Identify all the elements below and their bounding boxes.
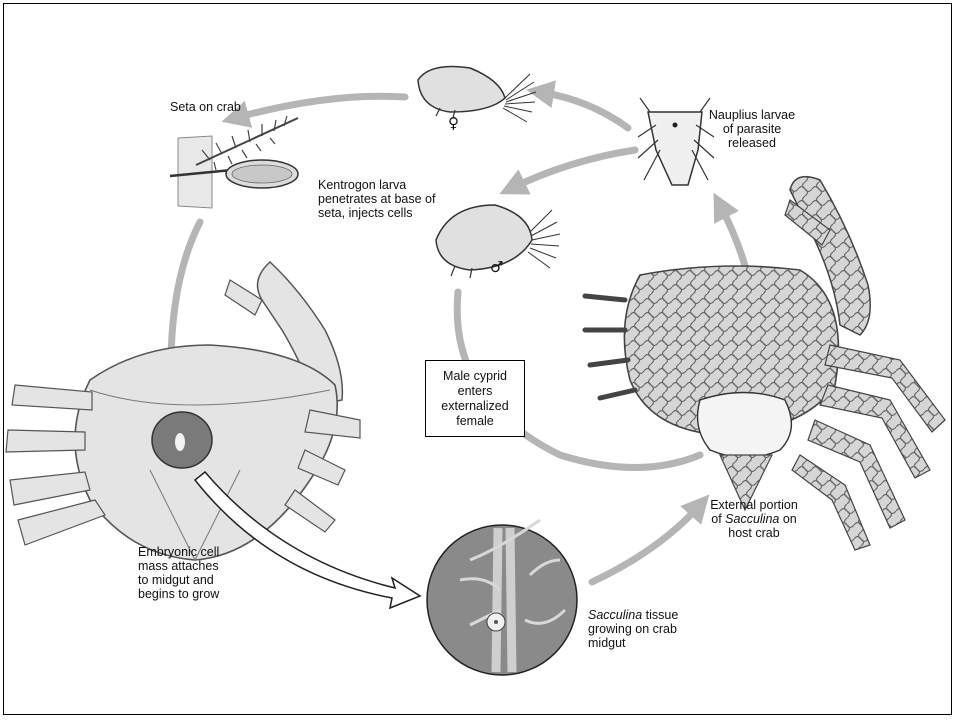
- female-symbol: ♀: [448, 114, 459, 132]
- label-sacculina-tissue: Sacculina tissue growing on crab midgut: [588, 608, 678, 650]
- male-cyprid-line1: Male cyprid: [441, 369, 508, 384]
- label-nauplius: Nauplius larvae of parasite released: [706, 108, 798, 150]
- male-symbol: ♂: [490, 258, 503, 276]
- midgut-circle: [427, 520, 577, 675]
- nauplius-larva: [638, 98, 714, 185]
- label-external-post: on: [779, 512, 796, 526]
- label-kentrogon-line1: Kentrogon larva: [318, 178, 435, 192]
- seta-illustration: [170, 116, 298, 208]
- label-embryonic-line1: Embryonic cell: [138, 545, 219, 559]
- label-embryonic: Embryonic cell mass attaches to midgut a…: [138, 545, 219, 601]
- label-external-pre: of: [711, 512, 725, 526]
- label-external-portion: External portion of Sacculina on host cr…: [700, 498, 808, 540]
- label-external-line3: host crab: [700, 526, 808, 540]
- arrow-female-to-kentrogon: [235, 96, 405, 118]
- label-embryonic-line3: to midgut and: [138, 573, 219, 587]
- label-external-sacculina: Sacculina: [725, 512, 779, 526]
- label-nauplius-line1: Nauplius larvae: [706, 108, 798, 122]
- arrow-nauplius-to-male: [512, 150, 635, 188]
- label-external-line1: External portion: [700, 498, 808, 512]
- label-nauplius-line2: of parasite: [706, 122, 798, 136]
- female-cyprid: [418, 67, 536, 123]
- left-crab-illustration: [6, 262, 360, 560]
- male-cyprid-line2: enters: [441, 384, 508, 399]
- right-crab-illustration: [585, 177, 945, 550]
- label-seta: Seta on crab: [170, 100, 241, 114]
- label-tissue-line2: growing on crab: [588, 622, 678, 636]
- male-cyprid-line4: female: [441, 414, 508, 429]
- label-nauplius-line3: released: [706, 136, 798, 150]
- label-embryonic-line2: mass attaches: [138, 559, 219, 573]
- arrow-tissue-to-external: [592, 505, 700, 582]
- male-cyprid-box: Male cyprid enters externalized female: [425, 360, 525, 437]
- label-tissue-sacculina: Sacculina: [588, 608, 642, 622]
- arrow-nauplius-to-female: [540, 92, 628, 128]
- label-tissue-post: tissue: [642, 608, 678, 622]
- male-cyprid-line3: externalized: [441, 399, 508, 414]
- label-kentrogon-line2: penetrates at base of: [318, 192, 435, 206]
- label-kentrogon: Kentrogon larva penetrates at base of se…: [318, 178, 435, 220]
- label-external-line2: of Sacculina on: [700, 512, 808, 526]
- label-tissue-line1: Sacculina tissue: [588, 608, 678, 622]
- label-embryonic-line4: begins to grow: [138, 587, 219, 601]
- label-tissue-line3: midgut: [588, 636, 678, 650]
- label-kentrogon-line3: seta, injects cells: [318, 206, 435, 220]
